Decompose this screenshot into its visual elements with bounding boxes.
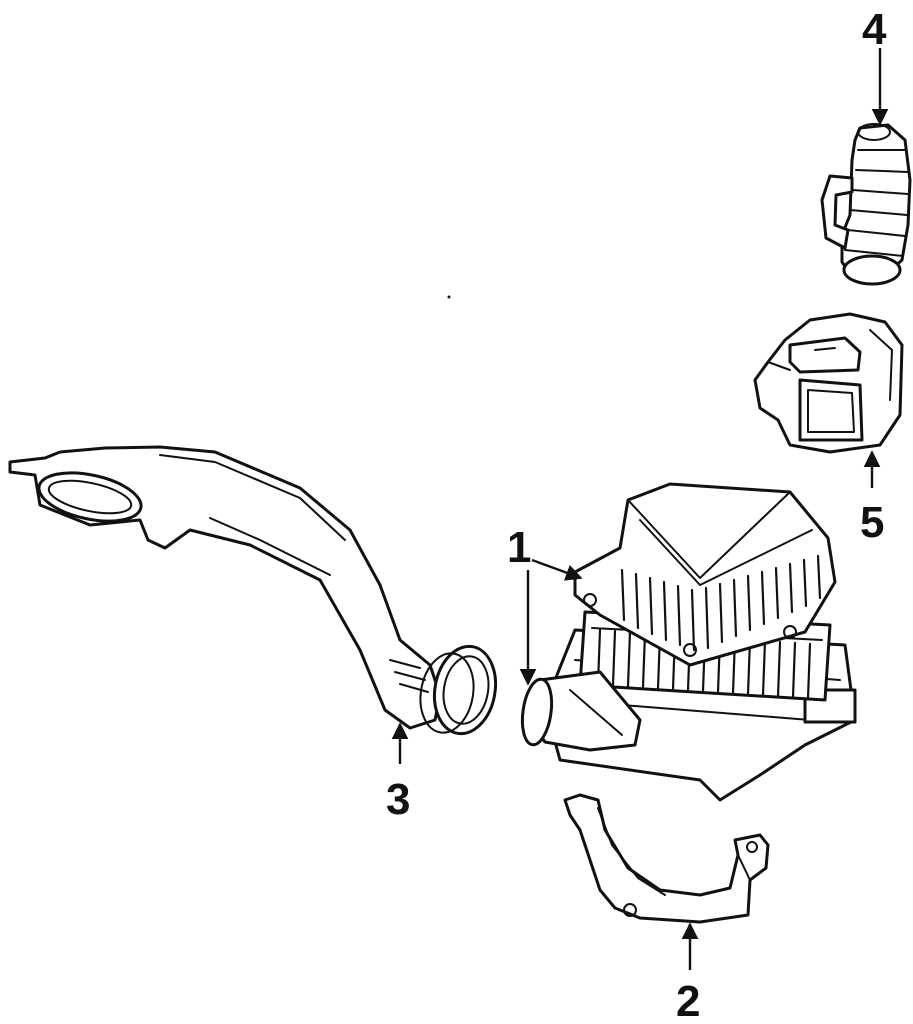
callouts: 4 5 1 3 2 [386, 5, 887, 1024]
air-cleaner-assembly [520, 482, 857, 802]
callout-2: 2 [676, 977, 700, 1024]
callout-1: 1 [507, 523, 531, 572]
mounting-bracket [563, 793, 770, 924]
callout-4: 4 [862, 5, 887, 54]
callout-3: 3 [386, 775, 410, 824]
leader-1a [531, 558, 583, 581]
intake-duct [8, 445, 498, 736]
intake-hose [820, 123, 912, 286]
airflow-meter [753, 312, 904, 454]
speck [447, 295, 451, 299]
leader-lines [391, 48, 889, 970]
callout-5: 5 [860, 498, 884, 547]
